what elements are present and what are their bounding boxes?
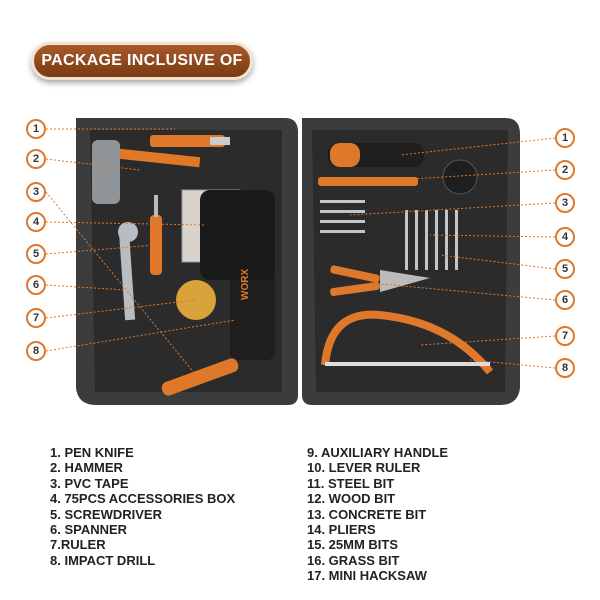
drill-bits-icon: [320, 200, 458, 270]
legend-right: 9. AUXILIARY HANDLE 10. LEVER RULER 11. …: [307, 445, 448, 584]
pen-knife-icon: [150, 135, 230, 147]
marker-left-3: 3: [26, 182, 46, 202]
legend-item: 4. 75PCS ACCESSORIES BOX: [50, 491, 236, 507]
legend-left: 1. PEN KNIFE 2. HAMMER 3. PVC TAPE 4. 75…: [50, 445, 235, 568]
marker-right-7: 7: [555, 326, 575, 346]
legend-item: 8. IMPACT DRILL: [50, 552, 156, 568]
legend-item: 2. HAMMER: [50, 460, 123, 476]
marker-left-4: 4: [26, 212, 46, 232]
brand-label: WORX: [240, 269, 251, 300]
marker-right-8: 8: [555, 358, 575, 378]
marker-right-6: 6: [555, 290, 575, 310]
impact-drill-icon: WORX: [200, 190, 275, 360]
legend-item: 14. PLIERS: [307, 521, 376, 537]
marker-left-8: 8: [26, 341, 46, 361]
marker-right-1: 1: [555, 128, 575, 148]
marker-right-3: 3: [555, 193, 575, 213]
page-title: PACKAGE INCLUSIVE OF: [41, 52, 243, 69]
legend-item: 10. LEVER RULER: [307, 460, 421, 476]
legend-item: 9. AUXILIARY HANDLE: [307, 445, 449, 460]
legend-item: 12. WOOD BIT: [307, 491, 396, 507]
auxiliary-handle-icon: [328, 143, 424, 167]
legend-item: 3. PVC TAPE: [50, 475, 129, 491]
hammer-icon: [92, 140, 201, 204]
mini-hacksaw-icon: [321, 310, 494, 375]
legend-item: 15. 25MM BITS: [307, 537, 399, 553]
marker-right-5: 5: [555, 259, 575, 279]
legend-item: 1. PEN KNIFE: [50, 445, 134, 460]
marker-left-7: 7: [26, 308, 46, 328]
marker-left-1: 1: [26, 119, 46, 139]
marker-left-5: 5: [26, 244, 46, 264]
ruler-tape-icon: [176, 280, 216, 320]
marker-right-2: 2: [555, 160, 575, 180]
legend-item: 13. CONCRETE BIT: [307, 506, 427, 522]
title-badge: PACKAGE INCLUSIVE OF: [31, 42, 253, 80]
legend-item: 6. SPANNER: [50, 521, 128, 537]
legend-item: 17. MINI HACKSAW: [307, 568, 427, 584]
legend-item: 11. STEEL BIT: [307, 475, 395, 491]
lever-ruler-icon: [318, 177, 418, 186]
legend-item: 16. GRASS BIT: [307, 552, 400, 568]
ring-icon: [442, 159, 478, 195]
tool-case-image: WORX: [76, 118, 520, 405]
legend-item: 5. SCREWDRIVER: [50, 506, 162, 522]
marker-right-4: 4: [555, 227, 575, 247]
marker-left-2: 2: [26, 149, 46, 169]
marker-left-6: 6: [26, 275, 46, 295]
legend-item: 7.RULER: [50, 537, 106, 553]
